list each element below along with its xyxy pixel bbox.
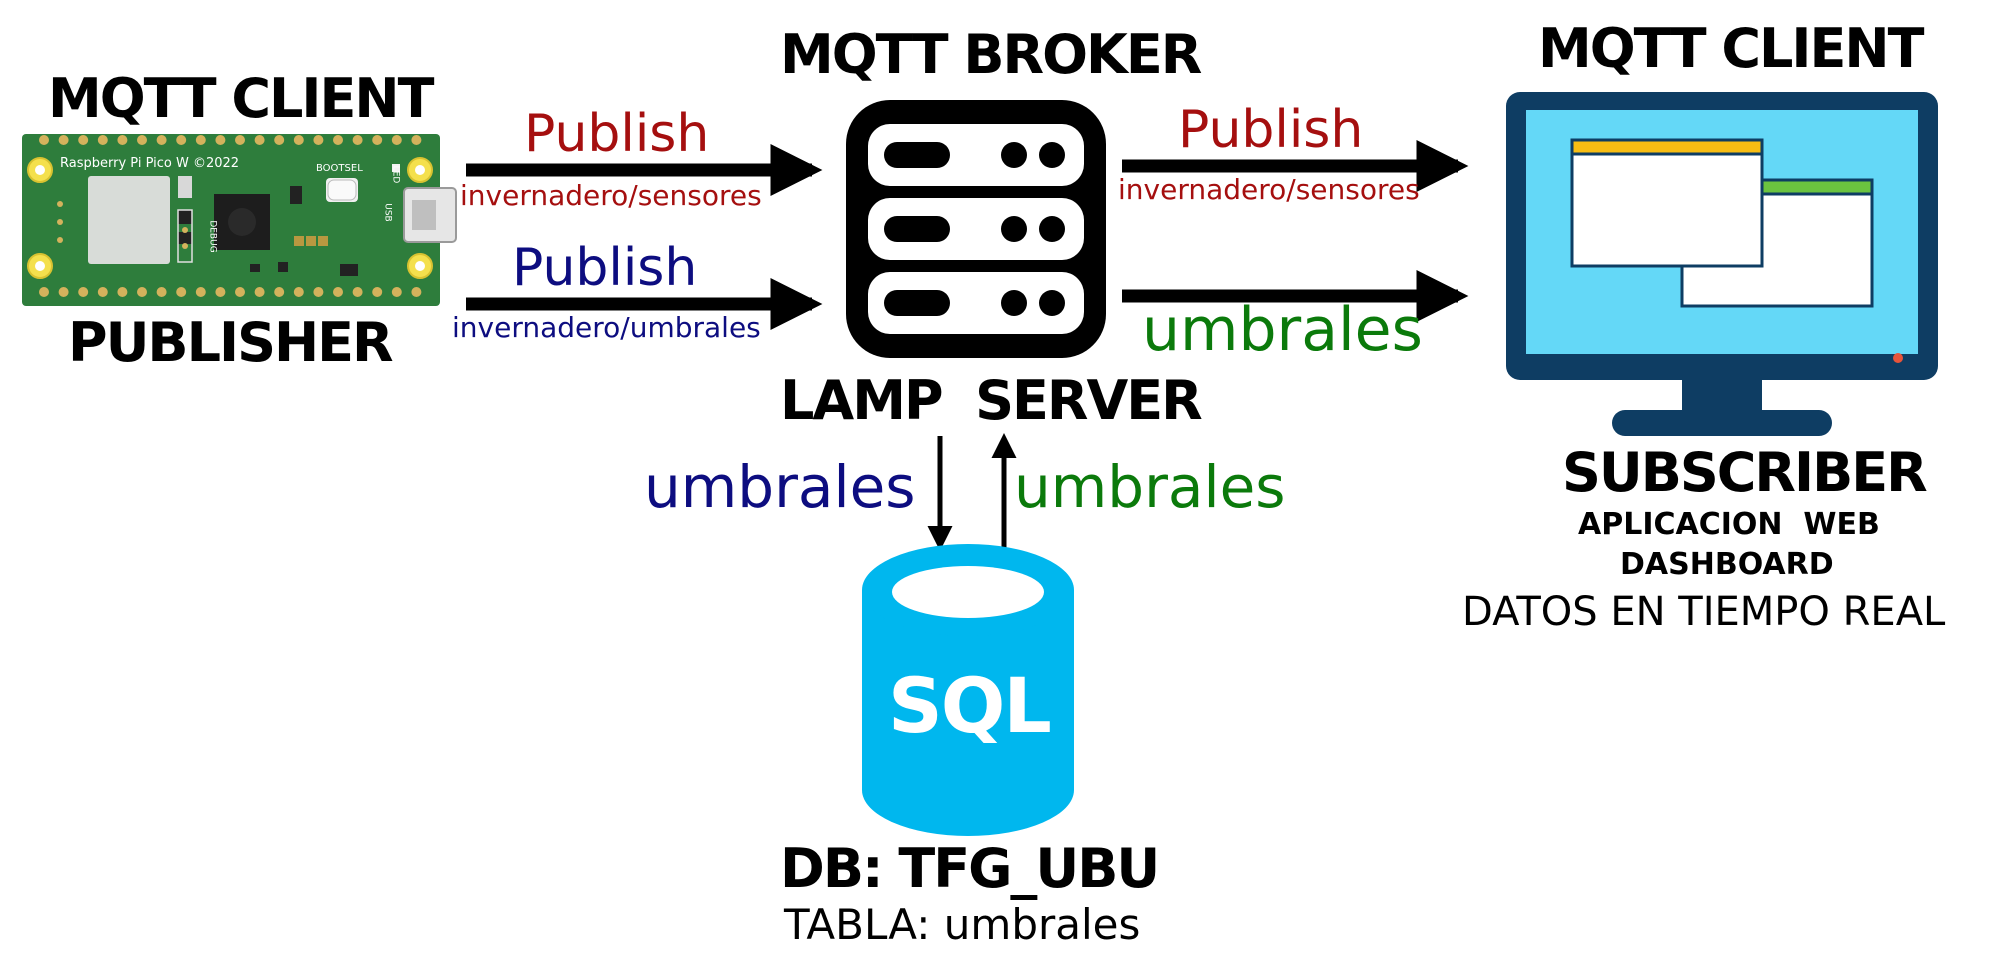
header-pin-pad [372, 287, 383, 297]
db-name: DB: TFG_UBU [780, 837, 1160, 900]
header-pin-pad [78, 135, 89, 145]
raspberry-pi-pico-icon [22, 134, 457, 306]
subscriber-line2: DASHBOARD [1620, 547, 1834, 582]
header-pin-pad [352, 287, 363, 297]
led-label: LED [390, 165, 401, 184]
header-pin-pad [137, 135, 147, 145]
up-umbrales-label: umbrales [1014, 453, 1286, 521]
header-pin-pad [39, 135, 49, 145]
header-pin-pad [411, 135, 422, 145]
header-pin-pad [333, 135, 343, 145]
header-pin-pad [391, 287, 402, 297]
bootsel-label: BOOTSEL [316, 163, 363, 174]
db-table: TABLA: umbrales [784, 900, 1141, 949]
header-pin-pad [274, 287, 285, 297]
broker-sensores-topic: invernadero/sensores [1118, 173, 1420, 206]
header-pin-pad [391, 135, 402, 145]
pub-sensores-label: Publish [524, 104, 710, 164]
pub-umbrales-topic: invernadero/umbrales [452, 311, 761, 344]
header-pin-pad [313, 287, 324, 297]
header-pin-pad [195, 287, 206, 297]
header-pin-pad [156, 135, 167, 145]
header-pin-pad [352, 135, 363, 145]
header-pin-pad [78, 287, 89, 297]
board-label: Raspberry Pi Pico W ©2022 [60, 156, 240, 171]
usb-label: USB [382, 203, 393, 222]
pub-sensores-topic: invernadero/sensores [460, 179, 762, 212]
header-pin-pad [137, 287, 147, 297]
subscriber-role: SUBSCRIBER [1562, 441, 1928, 504]
header-pin-pad [235, 287, 245, 297]
header-pin-pad [117, 287, 128, 297]
header-pin-pad [333, 287, 343, 297]
monitor-icon [1506, 92, 1938, 436]
publisher-role: PUBLISHER [68, 311, 394, 374]
header-pin-pad [58, 287, 69, 297]
header-pin-pad [176, 135, 187, 145]
header-pin-pad [97, 135, 108, 145]
header-pin-pad [215, 287, 226, 297]
subscriber-line1: APLICACION WEB [1578, 507, 1880, 542]
subscriber-line3: DATOS EN TIEMPO REAL [1462, 589, 1946, 635]
header-pin-pad [195, 135, 206, 145]
server-label: LAMP SERVER [780, 369, 1203, 432]
header-pin-pad [215, 135, 226, 145]
subscriber-title: MQTT CLIENT [1538, 17, 1924, 80]
header-pin-pad [58, 135, 69, 145]
broker-title: MQTT BROKER [780, 23, 1202, 86]
broker-umbrales-label: umbrales [1142, 295, 1423, 365]
broker-sensores-label: Publish [1178, 100, 1364, 160]
debug-label: DEBUG [207, 220, 218, 253]
server-icon [846, 100, 1106, 358]
publisher-title: MQTT CLIENT [48, 67, 434, 130]
header-pin-pad [39, 287, 49, 297]
header-pin-pad [313, 135, 324, 145]
header-pin-pad [176, 287, 187, 297]
database-icon [862, 544, 1074, 836]
header-pin-pad [254, 135, 265, 145]
header-pin-pad [411, 287, 422, 297]
header-pin-pad [254, 287, 265, 297]
header-pin-pad [274, 135, 285, 145]
header-pin-pad [235, 135, 245, 145]
header-pin-pad [293, 287, 304, 297]
header-pin-pad [117, 135, 128, 145]
header-pin-pad [372, 135, 383, 145]
down-umbrales-label: umbrales [644, 453, 916, 521]
header-pin-pad [293, 135, 304, 145]
pub-umbrales-label: Publish [512, 238, 698, 298]
sql-label: SQL [888, 661, 1052, 750]
header-pin-pad [97, 287, 108, 297]
header-pin-pad [156, 287, 167, 297]
